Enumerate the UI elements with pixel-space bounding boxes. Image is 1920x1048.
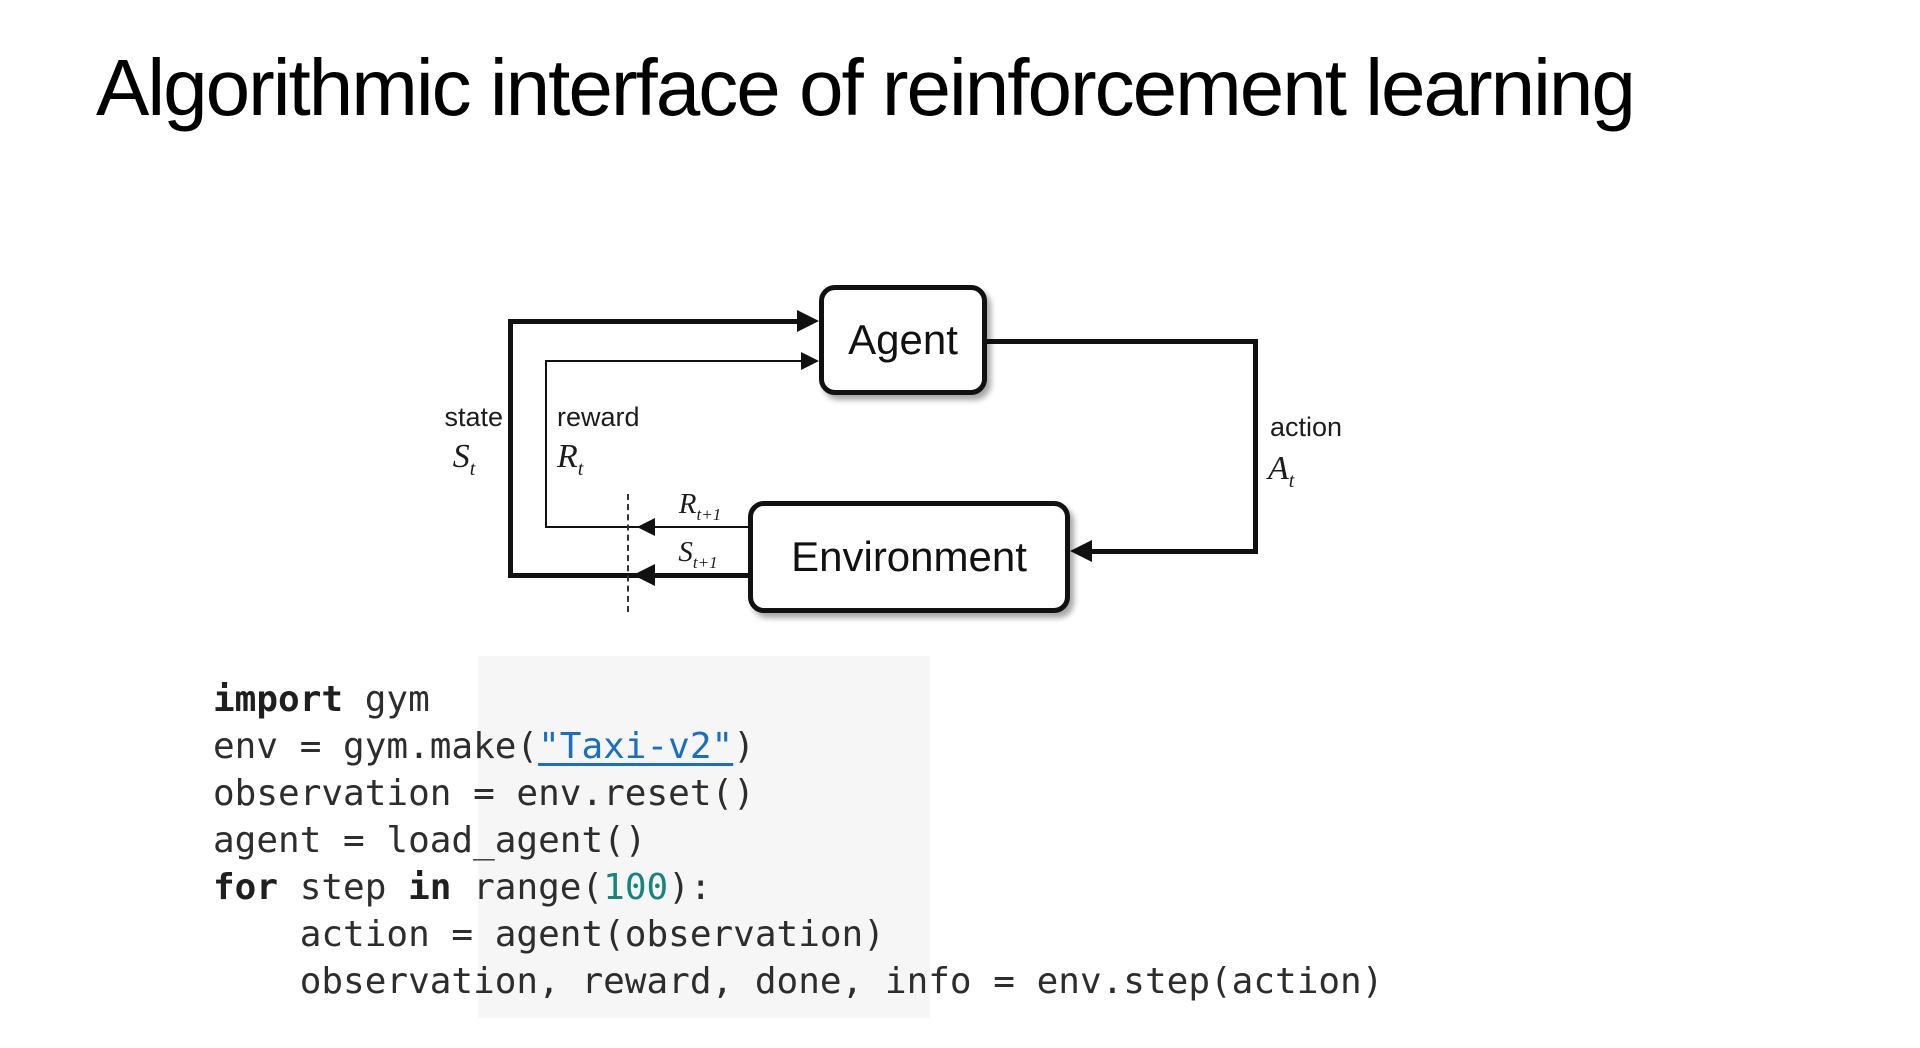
code-token: import (213, 679, 344, 720)
code-line: action = agent(observation) (213, 911, 1383, 958)
slide-title: Algorithmic interface of reinforcement l… (96, 43, 1636, 132)
agent-label: Agent (848, 316, 958, 363)
environment-box: Environment (748, 501, 1070, 613)
reward-into-agent-arrowhead (801, 352, 819, 370)
next-state-arrowhead (633, 564, 655, 586)
time-step-dashed-line (627, 494, 629, 612)
code-backdrop (478, 656, 930, 1018)
code-token: 100 (603, 867, 669, 908)
code-token: ): (668, 867, 712, 908)
reward-symbol-subscript: t (577, 457, 584, 480)
reward-symbol: Rt (557, 438, 583, 481)
code-token: range( (451, 867, 604, 908)
state-into-agent-arrowhead (797, 310, 819, 332)
code-token: observation, reward, done, info = env.st… (213, 961, 1384, 1002)
state-symbol-subscript: t (469, 457, 476, 480)
reward-label: reward (557, 402, 640, 432)
code-token: in (408, 867, 452, 908)
next-reward-symbol-subscript: t+1 (696, 504, 722, 524)
code-line: import gym (213, 676, 1383, 723)
taxi-v2-link[interactable]: "Taxi-v2" (538, 726, 734, 767)
code-token: observation = env.reset() (213, 773, 755, 814)
code-line: agent = load_agent() (213, 817, 1383, 864)
action-label: action (1270, 412, 1343, 442)
action-symbol-subscript: t (1288, 469, 1295, 492)
reward-line-vertical (545, 360, 547, 528)
reward-line-top (545, 360, 801, 362)
next-state-symbol-letter: S (678, 536, 693, 568)
next-state-symbol-subscript: t+1 (692, 552, 718, 572)
next-reward-arrowhead (637, 518, 655, 536)
state-line-top (508, 319, 800, 324)
code-line: for step in range(100): (213, 864, 1383, 911)
action-into-environment-arrowhead (1070, 540, 1092, 562)
agent-box: Agent (819, 285, 987, 395)
code-token: ) (733, 726, 755, 767)
code-line: env = gym.make("Taxi-v2") (213, 723, 1383, 770)
code-line: observation, reward, done, info = env.st… (213, 958, 1384, 1005)
action-line-vertical (1253, 339, 1258, 554)
next-reward-symbol-letter: R (678, 488, 697, 520)
next-reward-symbol: Rt+1 (650, 488, 750, 525)
reward-symbol-letter: R (557, 438, 578, 475)
action-symbol-letter: A (1268, 450, 1289, 487)
environment-label: Environment (791, 533, 1027, 580)
code-line: observation = env.reset() (213, 770, 1383, 817)
action-line-bottom (1090, 549, 1258, 554)
state-symbol: St (425, 438, 503, 481)
next-state-symbol: St+1 (648, 536, 748, 573)
state-line-vertical (508, 319, 513, 578)
code-token: env = gym.make( (213, 726, 539, 767)
code-token: for (213, 867, 279, 908)
action-symbol: At (1268, 450, 1294, 493)
action-line-top (987, 339, 1258, 344)
state-label: state (444, 402, 503, 432)
code-token: step (278, 867, 409, 908)
code-token: gym (343, 679, 430, 720)
code-token: action = agent(observation) (213, 914, 885, 955)
state-symbol-letter: S (452, 438, 470, 475)
code-token: agent = load_agent() (213, 820, 647, 861)
